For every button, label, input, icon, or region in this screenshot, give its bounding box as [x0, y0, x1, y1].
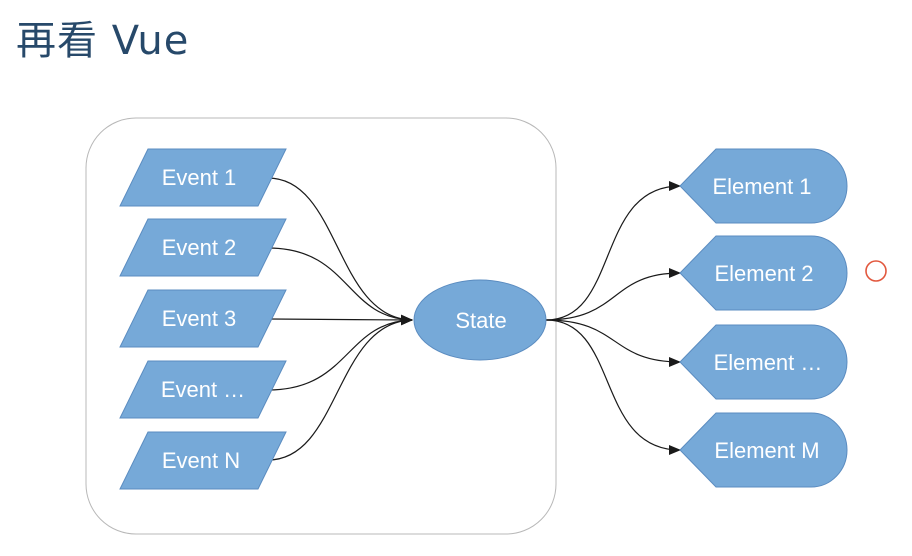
event-3-label: Event 3	[162, 306, 237, 331]
event-1-label: Event 1	[162, 165, 237, 190]
edge-state-element-etc	[545, 319, 681, 367]
event-2-label: Event 2	[162, 235, 237, 260]
element-2-label: Element 2	[714, 261, 813, 286]
events-container	[85, 117, 557, 535]
state-node: State	[413, 279, 547, 361]
element-edges	[545, 181, 681, 455]
event-etc-label: Event …	[161, 377, 245, 402]
element-node-etc: Element …	[679, 324, 848, 400]
edge-event-2-state	[267, 247, 413, 325]
edge-state-element-2	[545, 268, 681, 321]
event-node-1: Event 1	[119, 148, 287, 207]
cursor-ring-icon	[865, 260, 887, 282]
event-edges	[267, 177, 413, 461]
state-label: State	[455, 308, 506, 333]
element-m-label: Element M	[714, 438, 819, 463]
edge-state-element-1	[545, 181, 681, 321]
edge-event-n-state	[267, 315, 413, 461]
edge-event-1-state	[267, 177, 413, 325]
element-node-m: Element M	[679, 412, 848, 488]
element-node-1: Element 1	[679, 148, 848, 224]
event-node-3: Event 3	[119, 289, 287, 348]
event-n-label: Event N	[162, 448, 240, 473]
slide-title: 再看 Vue	[16, 18, 190, 64]
event-node-n: Event N	[119, 431, 287, 490]
element-node-2: Element 2	[679, 235, 848, 311]
edge-state-element-m	[545, 319, 681, 455]
element-etc-label: Element …	[714, 350, 823, 375]
edge-event-3-state	[269, 314, 413, 325]
event-node-etc: Event …	[119, 360, 287, 419]
event-node-2: Event 2	[119, 218, 287, 277]
edge-event-etc-state	[267, 315, 413, 391]
element-1-label: Element 1	[712, 174, 811, 199]
